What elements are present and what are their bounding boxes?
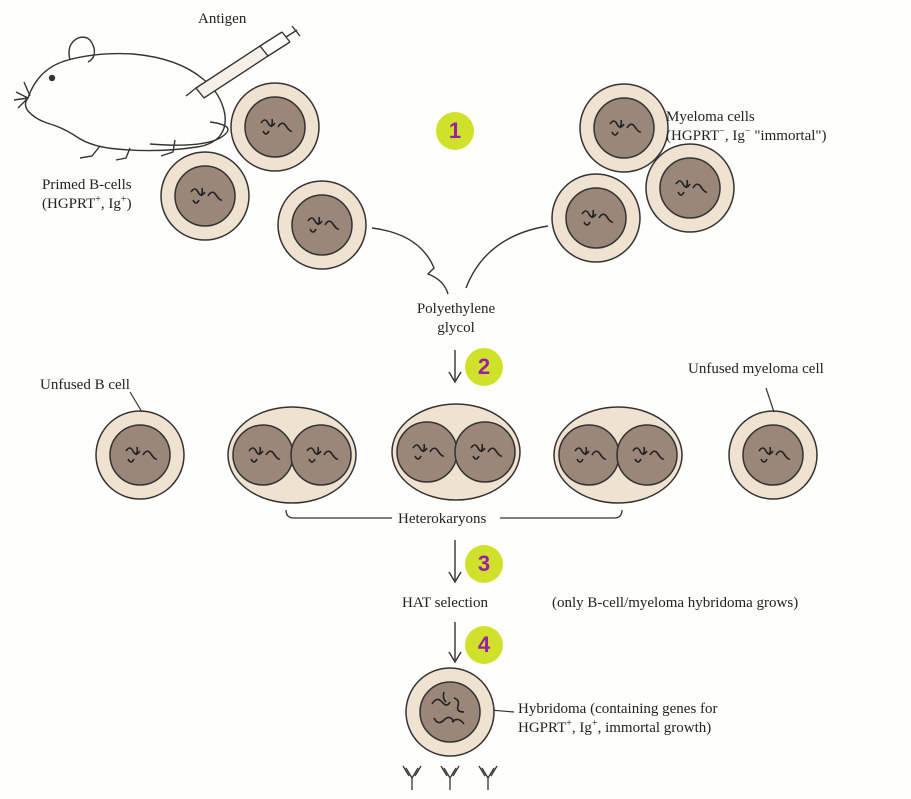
step-2-badge: 2 — [465, 348, 503, 386]
syringe-illustration — [185, 25, 301, 99]
unfused-b-cell-label: Unfused B cell — [40, 377, 130, 393]
heterokaryons-bracket — [285, 509, 623, 519]
myeloma-cell-3 — [552, 174, 640, 262]
heterokaryon-2 — [392, 404, 520, 500]
unfused-b-cell — [96, 411, 184, 499]
peg-label: Polyethylene glycol — [416, 301, 496, 336]
myeloma-cells-label: Myeloma cells (HGPRT−, Ig− "immortal") — [666, 109, 827, 144]
hybridoma-label: Hybridoma (containing genes for HGPRT+, … — [518, 701, 718, 736]
unfused-myeloma-cell-label: Unfused myeloma cell — [688, 361, 824, 377]
antibodies — [402, 765, 498, 791]
hybridoma-cell — [405, 667, 495, 757]
hat-selection-label: HAT selection — [402, 595, 488, 611]
antigen-label: Antigen — [198, 11, 247, 27]
myeloma-cell-2 — [646, 144, 734, 232]
primed-b-cells-label: Primed B-cells (HGPRT+, Ig+) — [42, 177, 132, 212]
step-arrows — [448, 350, 462, 664]
heterokaryon-3 — [554, 407, 682, 503]
myeloma-cell-1 — [580, 84, 668, 172]
step-4-badge: 4 — [465, 626, 503, 664]
primed-b-cell-1 — [231, 83, 319, 171]
primed-b-cell-2 — [161, 152, 249, 240]
hat-note-label: (only B-cell/myeloma hybridoma grows) — [552, 595, 799, 611]
primed-b-cell-3 — [278, 181, 366, 269]
heterokaryons-label: Heterokaryons — [398, 511, 487, 527]
step-3-badge: 3 — [465, 545, 503, 583]
unfused-myeloma-cell — [729, 411, 817, 499]
converging-lines — [371, 225, 549, 295]
step-1-badge: 1 — [436, 112, 474, 150]
heterokaryon-1 — [228, 407, 356, 503]
mouse-illustration — [13, 36, 229, 161]
